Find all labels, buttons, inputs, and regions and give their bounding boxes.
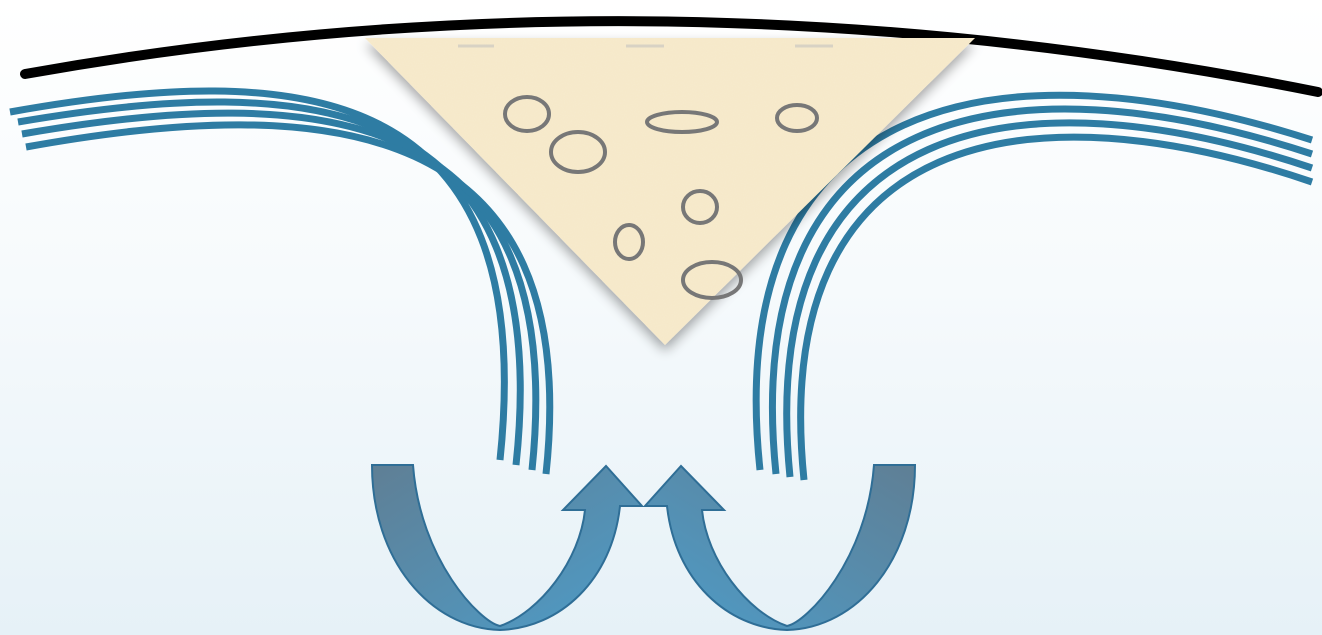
flow-line	[22, 113, 536, 470]
flow-line	[10, 91, 504, 460]
flow-line	[787, 123, 1312, 477]
curved-up-arrow-left	[372, 465, 642, 630]
flow-line	[772, 109, 1312, 474]
flow-line	[26, 125, 550, 474]
curved-up-arrow-right	[645, 465, 915, 630]
flow-lines-left	[10, 91, 550, 474]
flow-line	[801, 137, 1312, 480]
flow-line	[18, 102, 520, 465]
